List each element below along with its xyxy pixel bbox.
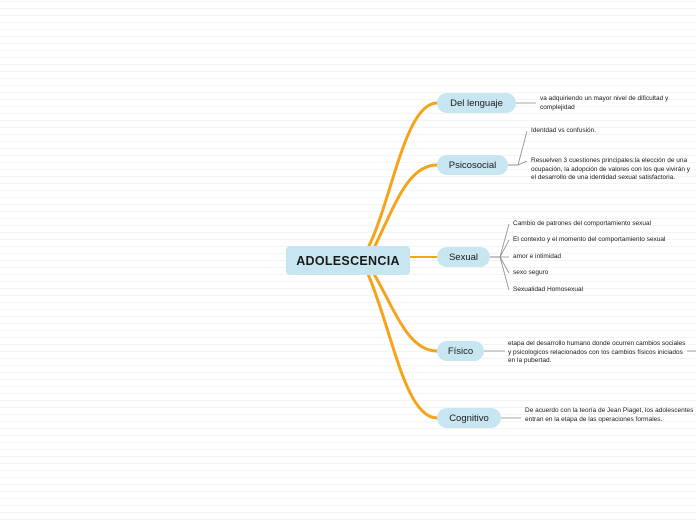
detail-fisico: etapa del desarrollo humano donde ocurre… [508,340,686,364]
detail-del-lenguaje: va adquiriendo un mayor nivel de dificul… [540,95,669,111]
connector-cognitivo [366,272,439,420]
detail-psicosocial-cuestiones: Resuelven 3 cuestiones principales:la el… [531,157,690,181]
detail-psicosocial-identidad: Identdad vs confusión. [531,127,597,134]
detail-sexual-contexto: El contexto y el momento del comportamie… [513,236,666,243]
branch-cognitivo[interactable]: Cognitivo [437,408,501,428]
connector-psicosocial [372,163,439,250]
central-topic[interactable]: ADOLESCENCIA [286,246,410,275]
detail-sexual-patrones: Cambio de patrones del comportamiento se… [513,220,652,227]
detail-sexual-amor: amor e intimidad [513,253,562,260]
detail-sexual-seguro: sexo seguro [513,269,549,276]
branch-fisico[interactable]: Físico [437,341,484,361]
detail-sexual-homosexual: Sexualidad Homosexual [513,286,584,293]
branch-sexual[interactable]: Sexual [437,247,490,267]
detail-cognitivo: De acuerdo con la teoría de Jean Piaget,… [525,407,694,423]
branch-del-lenguaje[interactable]: Del lenguaje [437,93,516,113]
connector-fisico [372,272,439,353]
branch-psicosocial[interactable]: Psicosocial [437,155,508,175]
main-connectors [366,101,439,420]
connector-del-lenguaje [366,101,439,250]
detail-connectors [484,102,696,419]
